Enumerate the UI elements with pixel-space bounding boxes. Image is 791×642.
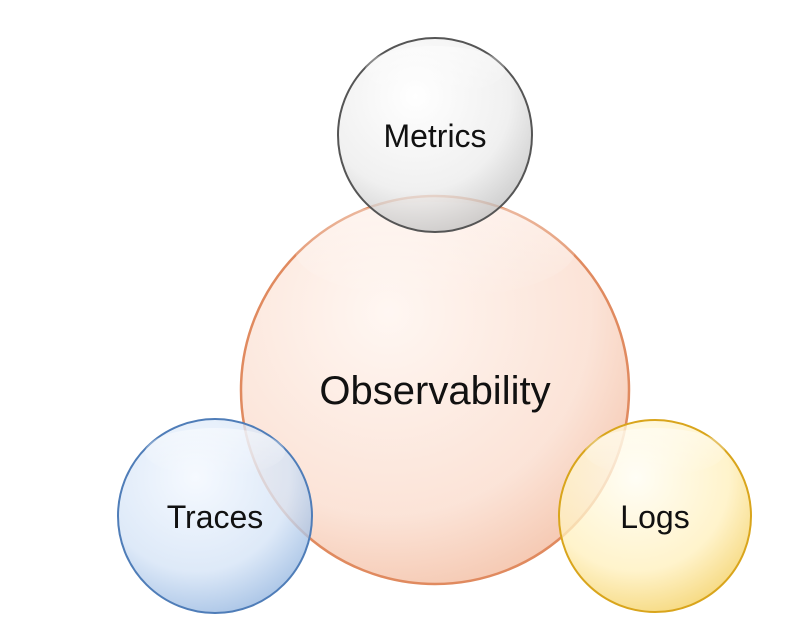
traces-node: Traces <box>117 418 313 614</box>
logs-highlight <box>585 428 725 476</box>
traces-label: Traces <box>167 499 264 535</box>
metrics-label: Metrics <box>383 118 486 154</box>
logs-node: Logs <box>558 419 752 613</box>
traces-highlight <box>145 428 285 476</box>
observability-label: Observability <box>319 369 550 413</box>
metrics-node: Metrics <box>337 37 533 233</box>
observability-node: Observability <box>239 194 631 586</box>
observability-highlight <box>295 202 575 298</box>
metrics-highlight <box>365 46 505 94</box>
logs-label: Logs <box>620 499 689 535</box>
